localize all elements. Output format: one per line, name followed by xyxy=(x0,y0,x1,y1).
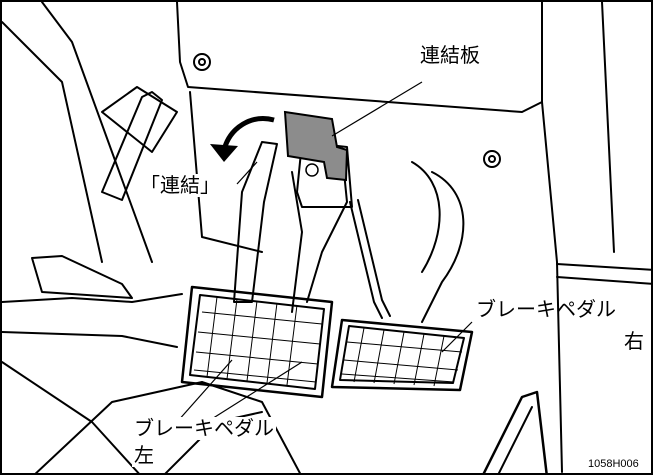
right-pedal-outer xyxy=(330,318,474,392)
right-trim-2 xyxy=(556,276,651,285)
console-inner xyxy=(411,161,441,273)
right-panel-edge xyxy=(601,2,615,253)
brake-rod xyxy=(349,201,383,319)
rotation-arrowhead xyxy=(210,144,238,162)
label-brake-pedal-right: ブレーキペダル xyxy=(476,297,616,321)
left-frame xyxy=(2,21,103,263)
bolt-right xyxy=(483,150,501,168)
right-pedal-inner xyxy=(339,325,465,384)
floor-pad xyxy=(31,255,133,299)
floor-edge xyxy=(2,293,183,303)
bolt-top-left xyxy=(193,53,211,71)
floor-lower-edge xyxy=(2,331,178,348)
label-link-action: 「連結」 xyxy=(138,173,222,197)
pedal-tread xyxy=(193,296,463,387)
right-pedal-arm-2 xyxy=(291,171,303,313)
label-brake-pedal-left: ブレーキペダル xyxy=(132,416,276,440)
left-pedal-arm xyxy=(233,141,278,303)
bottom-left-shape xyxy=(2,361,140,473)
left-pedal-inner xyxy=(189,294,325,390)
label-link-plate: 連結板 xyxy=(418,43,482,67)
left-frame-2 xyxy=(41,2,153,263)
accelerator-edge xyxy=(482,390,548,473)
leader-lines xyxy=(176,81,473,423)
console-curve xyxy=(421,171,465,323)
firewall-lower xyxy=(189,91,263,253)
figure-code: 1058H006 xyxy=(586,458,641,470)
lever-bracket xyxy=(101,86,178,153)
hand-lever xyxy=(101,91,163,201)
firewall-panel xyxy=(176,2,543,113)
brake-rod-2 xyxy=(357,199,391,317)
label-brake-pedal-left-side: 左 xyxy=(132,443,156,467)
link-plate xyxy=(283,110,349,182)
rotation-arrow xyxy=(221,116,275,151)
right-wall xyxy=(541,101,563,473)
label-brake-pedal-right-side: 右 xyxy=(622,329,646,353)
right-trim xyxy=(556,263,651,271)
left-pedal-outer xyxy=(180,285,334,399)
